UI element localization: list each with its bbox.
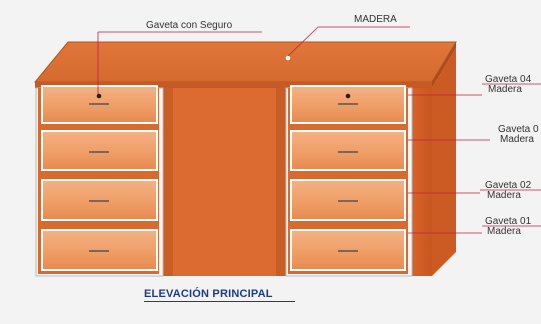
left-drawers <box>41 85 158 271</box>
label-gaveta04: Gaveta 04 <box>485 74 532 85</box>
label-gaveta03: Gaveta 0 <box>498 124 539 135</box>
left-lock-icon <box>96 93 102 99</box>
right-side-panel <box>410 88 432 276</box>
center-panel-shadow-right <box>276 88 286 276</box>
drawing-title-underline <box>144 301 295 302</box>
desk-top-side-edge <box>432 42 456 88</box>
right-drawer-1 <box>290 229 406 271</box>
right-drawers <box>290 85 406 271</box>
label-gaveta04-material: Madera <box>488 84 522 95</box>
label-madera: MADERA <box>354 14 397 25</box>
center-panel-shadow <box>163 88 173 276</box>
left-drawer-2 <box>41 179 158 221</box>
right-drawer-2 <box>290 179 406 221</box>
right-lock-icon <box>345 93 351 99</box>
center-panel <box>163 88 286 276</box>
right-side-panel-edge <box>432 48 456 276</box>
label-gaveta03-material: Madera <box>500 134 534 145</box>
drawing-title: ELEVACIÓN PRINCIPAL <box>144 288 273 300</box>
left-drawer-3 <box>41 130 158 171</box>
label-gaveta02-material: Madera <box>487 190 521 201</box>
top-hole-marker <box>285 55 291 61</box>
label-gaveta-seguro: Gaveta con Seguro <box>146 20 233 31</box>
right-drawer-3 <box>290 130 406 171</box>
label-gaveta02: Gaveta 02 <box>485 180 532 191</box>
leader-lines <box>97 26 541 234</box>
label-gaveta01: Gaveta 01 <box>485 216 532 227</box>
leader-madera-diag <box>287 26 319 57</box>
left-drawer-1 <box>41 229 158 271</box>
label-gaveta01-material: Madera <box>487 226 521 237</box>
